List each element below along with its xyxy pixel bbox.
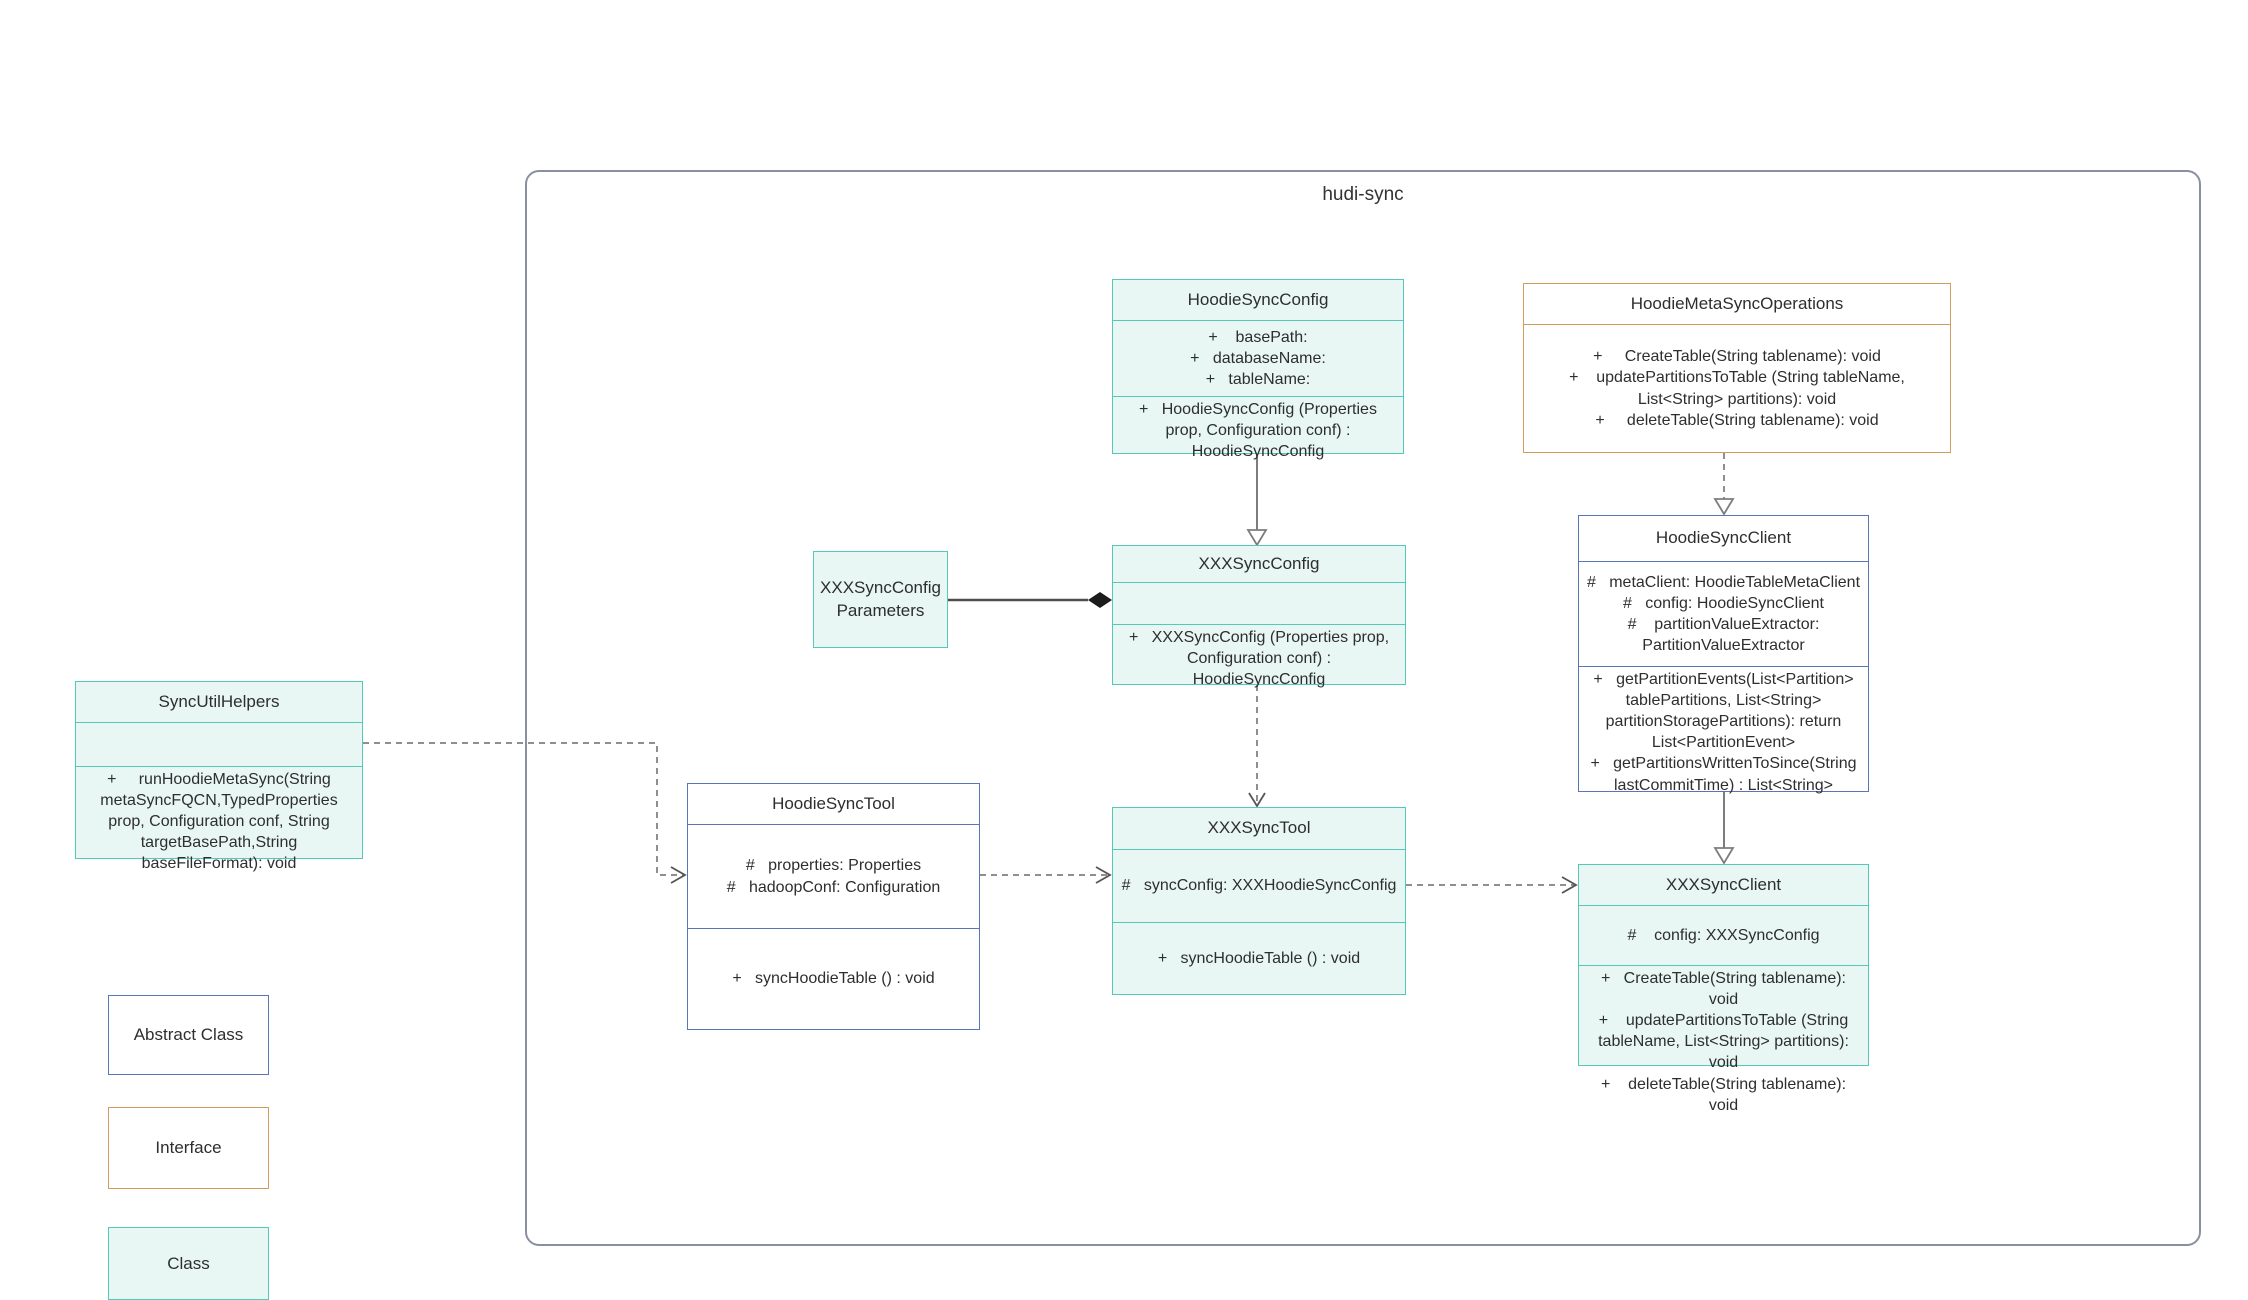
method-line: + deleteTable(String tablename): void [1600, 1075, 1851, 1114]
method-line: + runHoodieMetaSync(String metaSyncFQCN,… [100, 771, 343, 873]
legend-interface: Interface [108, 1107, 269, 1189]
class-title: SyncUtilHelpers [158, 691, 280, 711]
attribute-line: # hadoopConf: Configuration [726, 878, 941, 896]
attribute-line: # partitionValueExtractor: PartitionValu… [1627, 616, 1824, 655]
method-line: + HoodieSyncConfig (Properties prop, Con… [1139, 401, 1382, 461]
abstract-class-box-hoodiesyncclient: HoodieSyncClient # metaClient: HoodieTab… [1578, 515, 1869, 794]
attribute-line: # config: XXXSyncConfig [1627, 926, 1820, 944]
attribute-line: + tableName: [1205, 371, 1311, 389]
hudi-sync-package-frame: hudi-sync [525, 170, 2201, 1246]
class-methods: + syncHoodieTable () : void [688, 928, 979, 1029]
attribute-line: # metaClient: HoodieTableMetaClient [1586, 573, 1861, 591]
class-methods: + HoodieSyncConfig (Properties prop, Con… [1113, 396, 1403, 464]
interface-title: HoodieMetaSyncOperations [1630, 293, 1844, 313]
method-line: + updatePartitionsToTable (String tableN… [1598, 1012, 1854, 1072]
legend-label: Class [167, 1253, 210, 1273]
class-box-xxxsyncconfigparameters: XXXSyncConfigParameters [813, 551, 948, 648]
class-attributes: # properties: Properties # hadoopConf: C… [688, 824, 979, 928]
method-line: + getPartitionsWrittenToSince(String las… [1590, 755, 1861, 794]
attribute-line: # properties: Properties [745, 857, 922, 875]
class-attributes-empty [1113, 582, 1405, 624]
method-line: + getPartitionEvents(List<Partition> tab… [1593, 671, 1859, 752]
class-methods: + CreateTable(String tablename): void + … [1579, 965, 1868, 1118]
attribute-line: + databaseName: [1190, 349, 1326, 367]
class-attributes: # syncConfig: XXXHoodieSyncConfig [1113, 849, 1405, 922]
method-line: + CreateTable(String tablename): void [1593, 348, 1881, 366]
class-title: HoodieSyncConfig [1187, 289, 1329, 309]
attribute-line: # syncConfig: XXXHoodieSyncConfig [1121, 877, 1397, 895]
abstract-class-box-hoodiesynctool: HoodieSyncTool # properties: Properties … [687, 783, 980, 1030]
hudi-sync-package-label: hudi-sync [1322, 184, 1404, 205]
attribute-line: # config: HoodieSyncClient [1623, 594, 1824, 612]
class-methods: + XXXSyncConfig (Properties prop, Config… [1113, 624, 1405, 692]
class-attributes: # metaClient: HoodieTableMetaClient # co… [1579, 561, 1868, 666]
class-attributes-empty [76, 722, 362, 766]
class-title: HoodieSyncTool [772, 793, 895, 813]
attribute-line: + basePath: [1208, 328, 1308, 346]
class-title: HoodieSyncClient [1655, 528, 1792, 548]
class-box-syncutilhelpers: SyncUtilHelpers + runHoodieMetaSync(Stri… [75, 681, 363, 872]
class-title: XXXSyncConfig [1198, 553, 1320, 573]
legend-label: Abstract Class [133, 1025, 244, 1044]
class-box-hoodiesyncconfig: HoodieSyncConfig + basePath: + databaseN… [1112, 279, 1404, 460]
class-title: XXXSyncTool [1207, 818, 1311, 838]
class-title: XXXSyncConfigParameters [820, 578, 941, 620]
class-box-xxxsyncclient: XXXSyncClient # config: XXXSyncConfig + … [1578, 864, 1869, 1114]
method-line: + CreateTable(String tablename): void [1600, 970, 1851, 1009]
method-line: + syncHoodieTable () : void [1157, 949, 1361, 967]
method-line: + deleteTable(String tablename): void [1595, 411, 1879, 429]
class-box-xxxsyncconfig: XXXSyncConfig + XXXSyncConfig (Propertie… [1112, 545, 1406, 688]
legend-abstract-class: Abstract Class [108, 995, 269, 1075]
class-title: XXXSyncClient [1665, 874, 1782, 894]
class-methods: + runHoodieMetaSync(String metaSyncFQCN,… [76, 766, 362, 877]
class-attributes: + basePath: + databaseName: + tableName: [1113, 320, 1403, 396]
method-line: + updatePartitionsToTable (String tableN… [1569, 369, 1910, 408]
interface-methods: + CreateTable(String tablename): void + … [1524, 324, 1950, 452]
legend-label: Interface [155, 1138, 222, 1157]
legend-class: Class [108, 1227, 269, 1300]
class-methods: + getPartitionEvents(List<Partition> tab… [1579, 666, 1868, 798]
class-attributes: # config: XXXSyncConfig [1579, 905, 1868, 965]
class-methods: + syncHoodieTable () : void [1113, 922, 1405, 994]
class-box-xxxsynctool: XXXSyncTool # syncConfig: XXXHoodieSyncC… [1112, 807, 1406, 995]
interface-box-hoodiemetasyncoperations: HoodieMetaSyncOperations + CreateTable(S… [1523, 283, 1951, 453]
method-line: + XXXSyncConfig (Properties prop, Config… [1128, 629, 1394, 689]
method-line: + syncHoodieTable () : void [732, 970, 935, 988]
